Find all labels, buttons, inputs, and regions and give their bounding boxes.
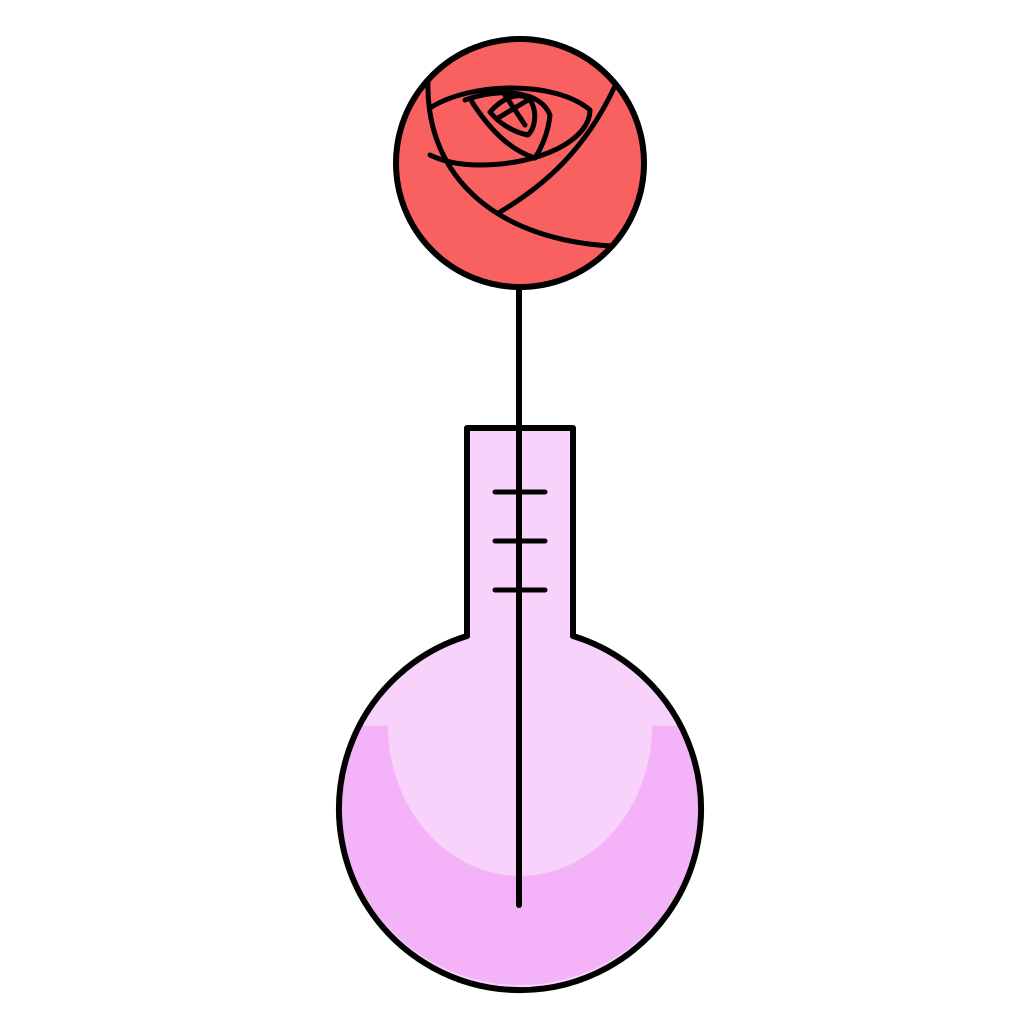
rose-bloom bbox=[393, 36, 647, 290]
rose-petal-inner bbox=[462, 90, 553, 161]
rose-bud-fold-2 bbox=[495, 97, 531, 121]
rose-petal-outer bbox=[425, 77, 615, 249]
flask-outline bbox=[336, 425, 704, 994]
rose-petal-lower bbox=[497, 83, 618, 215]
rose-petal-core bbox=[469, 99, 538, 161]
rose-petal-middle bbox=[427, 85, 593, 168]
rose-petal-lines bbox=[425, 77, 618, 249]
rose-bud bbox=[487, 93, 538, 138]
